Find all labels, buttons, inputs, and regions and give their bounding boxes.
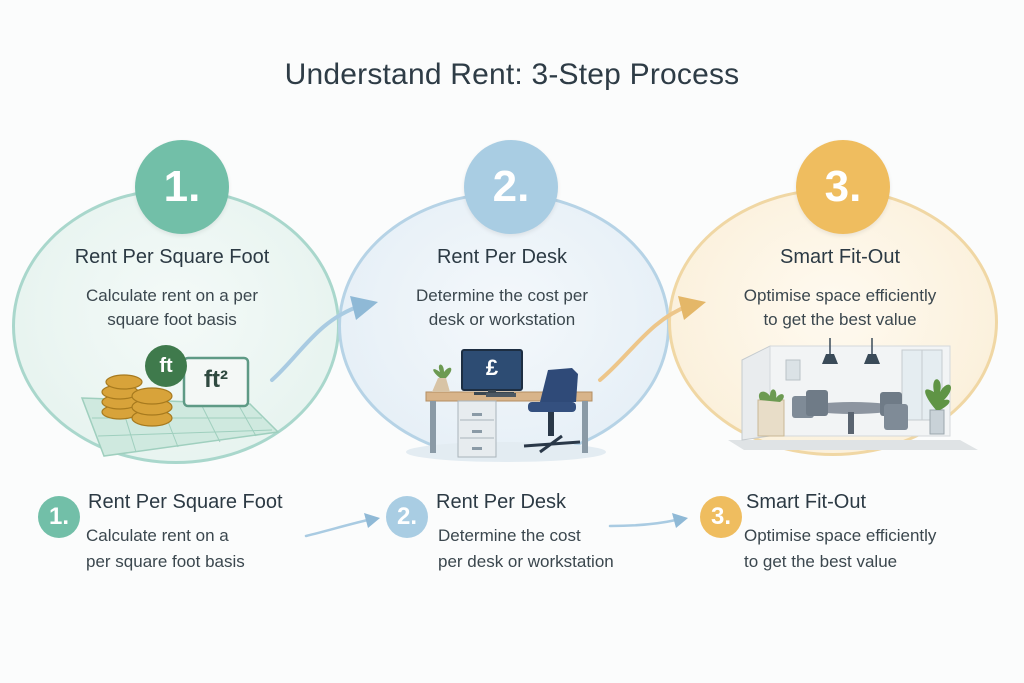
arrow-1-to-2	[270, 296, 378, 382]
summary-2-description-line-1: Determine the cost	[438, 526, 581, 545]
step-3-description-line-1: Optimise space efficiently	[743, 286, 937, 305]
summary-1-description: Calculate rent on a per square foot basi…	[86, 523, 245, 575]
step-2-description-line-2: desk or workstation	[428, 310, 576, 329]
summary-2-title: Rent Per Desk	[436, 491, 567, 513]
summary-arrow-1-to-2	[304, 513, 380, 538]
step-2-title: Rent Per Desk	[436, 246, 568, 268]
summary-2-description-line-2: per desk or workstation	[438, 552, 614, 571]
summary-1-number-badge: 1.	[38, 496, 80, 538]
step-3-description: Optimise space efficiently to get the be…	[712, 284, 968, 332]
summary-1-title: Rent Per Square Foot	[88, 491, 283, 513]
desk-workstation-icon	[406, 349, 606, 462]
page-title: Understand Rent: 3-Step Process	[284, 58, 740, 91]
step-2-description-line-1: Determine the cost per	[416, 286, 588, 305]
meeting-room-icon	[728, 338, 978, 450]
arrow-2-to-3	[598, 296, 706, 382]
ft-badge-text: ft	[159, 355, 173, 377]
step-3-title: Smart Fit-Out	[779, 246, 900, 268]
summary-3-description-line-1: Optimise space efficiently	[744, 526, 937, 545]
step-3-description-line-2: to get the best value	[763, 310, 917, 329]
summary-3-number-badge: 3.	[700, 496, 742, 538]
summary-2-number-badge: 2.	[386, 496, 428, 538]
step-3-number-badge: 3.	[796, 140, 890, 234]
step-2-number-badge: 2.	[464, 140, 558, 234]
step-1-description-line-2: square foot basis	[107, 310, 237, 329]
summary-arrow-2-to-3	[608, 513, 688, 528]
step-1-number-badge: 1.	[135, 140, 229, 234]
step-1-title: Rent Per Square Foot	[74, 246, 270, 268]
pound-sign-on-monitor: £	[485, 355, 499, 380]
summary-3-title: Smart Fit-Out	[746, 491, 867, 513]
step-1-description: Calculate rent on a per square foot basi…	[40, 284, 304, 332]
summary-1-description-line-1: Calculate rent on a	[86, 526, 229, 545]
square-feet-sign-text: ft²	[204, 366, 228, 393]
step-2-description: Determine the cost per desk or workstati…	[380, 284, 624, 332]
summary-3-description-line-2: to get the best value	[744, 552, 898, 571]
step-1-description-line-1: Calculate rent on a per	[86, 286, 258, 305]
summary-3-description: Optimise space efficiently to get the be…	[744, 523, 936, 575]
summary-2-description: Determine the cost per desk or workstati…	[438, 523, 614, 575]
coins-and-floor-plan-icon	[80, 345, 280, 457]
summary-1-description-line-2: per square foot basis	[86, 552, 245, 571]
